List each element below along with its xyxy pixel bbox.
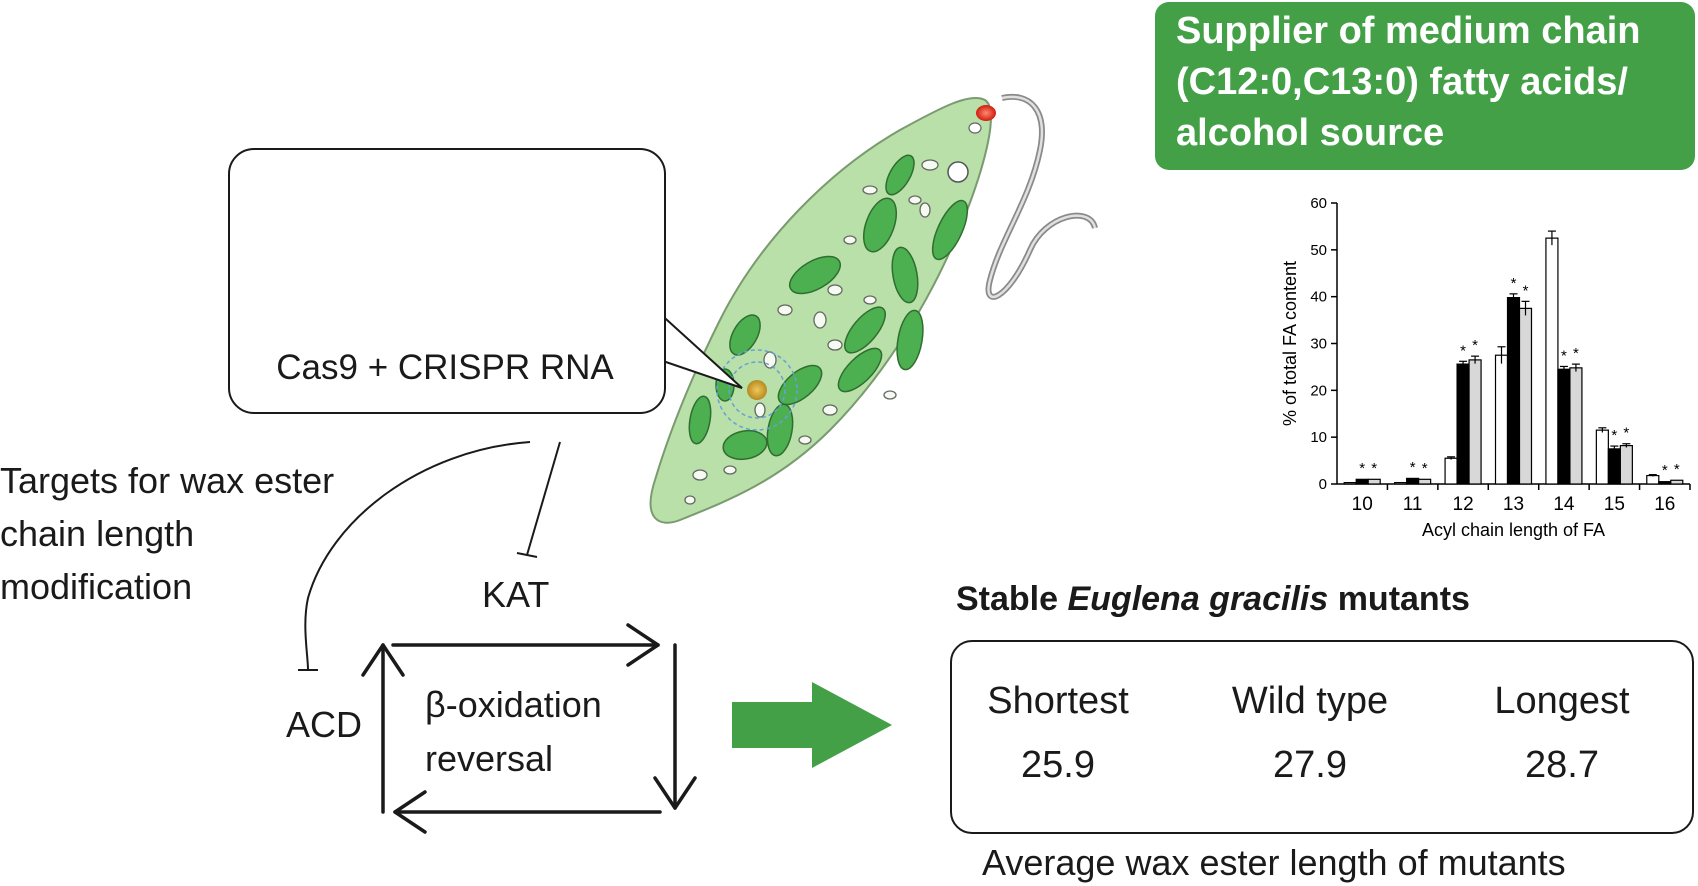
supplier-banner [1155,2,1695,170]
y-tick-label: 40 [1310,289,1327,306]
x-tick-label: 11 [1403,494,1423,515]
significance-star: * [1623,425,1629,442]
banner-line: alcohol source [1176,112,1445,154]
species-name: Euglena gracilis [1067,580,1329,618]
bar [1619,444,1633,485]
x-tick-label: 10 [1352,494,1373,515]
targets-text: Targets for wax ester chain length modif… [0,454,334,613]
y-tick-label: 50 [1310,242,1327,259]
x-axis-label: Acyl chain length of FA [1422,520,1605,540]
cycle-arrows [361,623,697,834]
fatty-acid-bar-chart: 0 10 20 30 40 50 60 * * 10 * * 11 * * 12 * * 13 * * 14 * * 15 * * 1… [1280,195,1691,540]
chloroplasts [688,154,969,461]
euglena-cell-illustration [649,93,1098,524]
y-tick-label: 30 [1310,336,1327,353]
cycle-line: reversal [425,738,554,779]
x-tick-label: 13 [1503,494,1524,515]
reservoir [968,122,982,134]
mutant-results-box [950,640,1694,834]
bar [1394,481,1408,485]
significance-star: * [1674,461,1680,478]
result-arrow-icon [732,682,892,768]
bar [1518,307,1533,485]
inhibition-lines [298,441,561,671]
significance-star: * [1662,462,1668,479]
y-axis-label: % of total FA content [1280,261,1300,426]
bar [1545,237,1559,485]
bar [1569,367,1583,485]
bar [1670,479,1684,485]
flagellum-inner [987,95,1097,299]
bar [1343,481,1357,485]
targets-line: modification [0,566,193,607]
y-tick-label: 20 [1310,382,1327,399]
bar [1595,429,1609,485]
callout-pointer [655,309,743,389]
mutant-value-wild-type: 27.9 [1273,744,1347,786]
bar [1607,448,1621,485]
eyespot [976,105,996,121]
targets-line: Targets for wax ester [0,460,335,501]
significance-star: * [1422,460,1428,477]
nucleus [716,349,798,431]
bar [1406,477,1420,485]
y-tick-label: 0 [1319,476,1327,493]
bar [1646,474,1660,485]
bar [1557,368,1571,485]
x-tick-label: 12 [1453,494,1474,515]
bar [1658,481,1672,485]
cell-body [649,96,992,524]
bar [1468,359,1482,485]
bar [1444,457,1458,485]
significance-star: * [1472,337,1478,354]
mutant-label-longest: Longest [1494,680,1630,722]
mutants-title: Stable Euglena gracilis mutants [956,580,1470,619]
bar [1367,478,1381,485]
mutant-label-shortest: Shortest [987,680,1129,722]
mutant-caption: Average wax ester length of mutants [982,842,1566,883]
significance-star: * [1371,460,1377,477]
bar [1355,478,1369,485]
significance-star: * [1611,427,1617,444]
significance-star: * [1573,345,1579,362]
significance-star: * [1359,460,1365,477]
significance-star: * [1561,347,1567,364]
acd-label: ACD [286,704,363,745]
supplier-banner-text: Supplier of medium chain (C12:0,C13:0) f… [1176,6,1691,159]
kat-label: KAT [482,574,550,615]
contractile-vacuole [947,161,969,183]
banner-line: Supplier of medium chain [1176,10,1641,52]
mutant-label-wild-type: Wild type [1231,680,1389,722]
bar [1494,354,1509,485]
banner-line: (C12:0,C13:0) fatty acids/ [1176,61,1628,103]
significance-star: * [1511,275,1517,292]
bar [1506,297,1521,485]
x-tick-label: 14 [1553,494,1575,515]
mutants-title-suffix: mutants [1328,580,1470,618]
mutant-value-shortest: 25.9 [1021,744,1095,786]
mutant-value-longest: 28.7 [1525,744,1599,786]
targets-line: chain length [0,513,195,554]
crispr-callout-box [228,148,666,414]
paramylon-granules [684,159,939,505]
y-tick-label: 60 [1310,195,1327,212]
bar [1456,363,1470,485]
significance-star: * [1410,459,1416,476]
significance-star: * [1523,282,1529,299]
bar [1418,478,1432,485]
x-tick-label: 15 [1604,494,1625,515]
cycle-line: β-oxidation [425,684,602,725]
crispr-label: Cas9 + CRISPR RNA [276,348,614,387]
beta-oxidation-reversal-label: β-oxidation reversal [425,678,602,786]
x-tick-label: 16 [1654,494,1675,515]
significance-star: * [1460,342,1466,359]
nucleolus [747,380,767,400]
mutants-title-prefix: Stable [956,580,1068,618]
y-tick-label: 10 [1310,429,1327,446]
